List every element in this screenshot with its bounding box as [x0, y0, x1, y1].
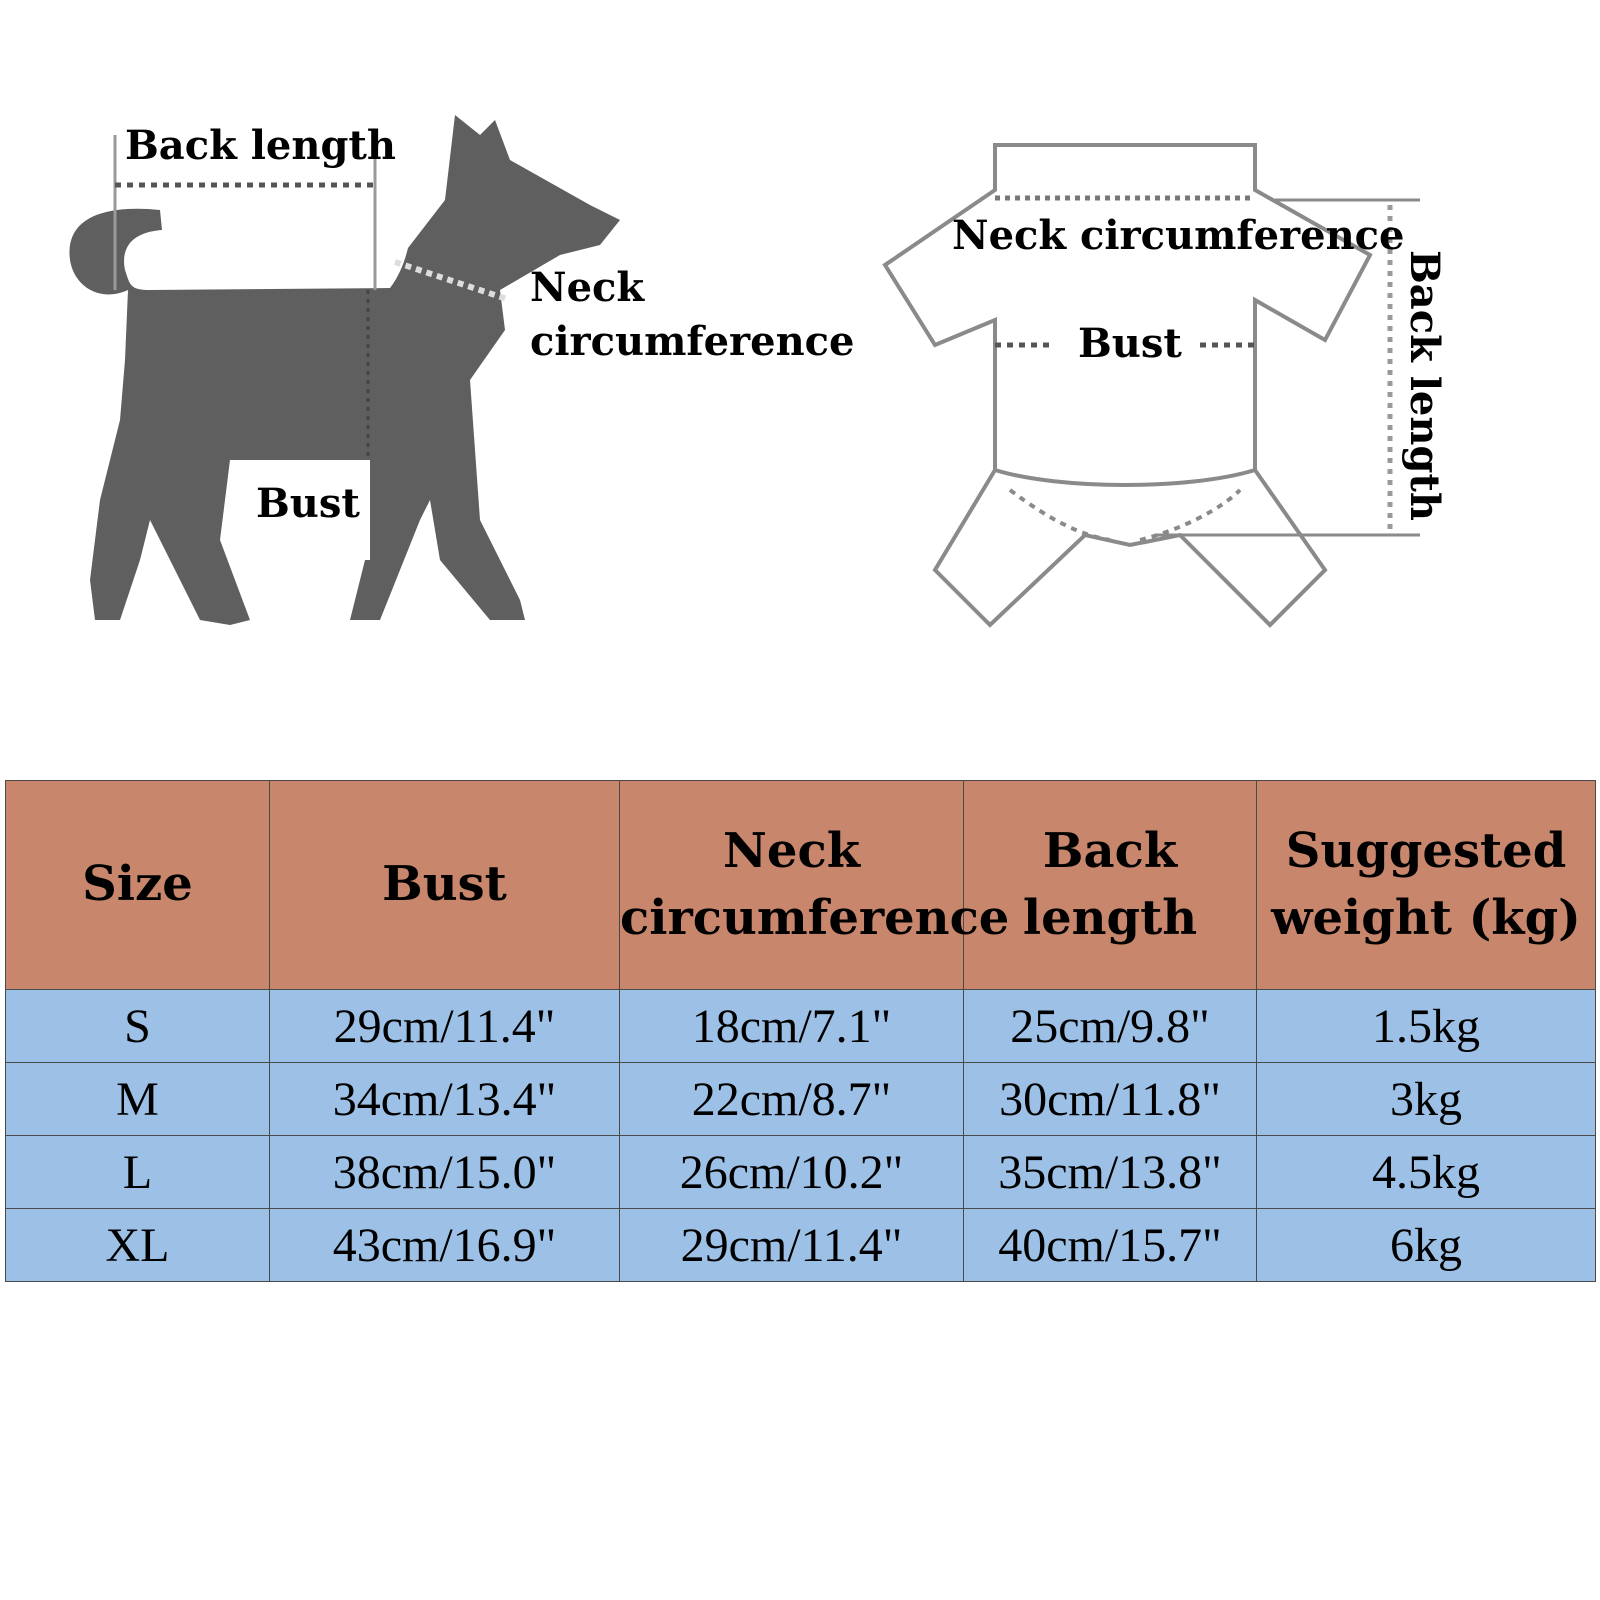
dog-bust-label: Bust	[256, 480, 360, 527]
cell-neck: 22cm/8.7"	[619, 1062, 964, 1136]
cell-weight: 6kg	[1256, 1208, 1596, 1282]
size-chart-table: Size Bust Neck circumference Back length…	[5, 780, 1596, 1282]
garment-neck-label: Neck circumference	[952, 212, 1405, 259]
cell-back-length: 35cm/13.8"	[963, 1135, 1257, 1209]
header-size: Size	[5, 780, 270, 990]
header-suggested-weight: Suggested weight (kg)	[1256, 780, 1596, 990]
dog-silhouette	[69, 115, 620, 625]
garment-outline	[882, 143, 1420, 628]
garment-bust-label: Bust	[1078, 320, 1182, 367]
cell-size: M	[5, 1062, 270, 1136]
cell-neck: 18cm/7.1"	[619, 989, 964, 1063]
cell-bust: 29cm/11.4"	[269, 989, 620, 1063]
garment-back-length-label: Back length	[1401, 250, 1448, 521]
measurement-diagram: Back length Neck circumference Bust Neck…	[0, 0, 1600, 700]
cell-size: L	[5, 1135, 270, 1209]
cell-back-length: 40cm/15.7"	[963, 1208, 1257, 1282]
cell-size: S	[5, 989, 270, 1063]
cell-bust: 34cm/13.4"	[269, 1062, 620, 1136]
table-row: S 29cm/11.4" 18cm/7.1" 25cm/9.8" 1.5kg	[5, 989, 1596, 1063]
dog-neck-label-line2: circumference	[530, 318, 855, 365]
cell-back-length: 25cm/9.8"	[963, 989, 1257, 1063]
table-row: L 38cm/15.0" 26cm/10.2" 35cm/13.8" 4.5kg	[5, 1135, 1596, 1209]
header-bust: Bust	[269, 780, 620, 990]
cell-neck: 29cm/11.4"	[619, 1208, 964, 1282]
table-row: XL 43cm/16.9" 29cm/11.4" 40cm/15.7" 6kg	[5, 1208, 1596, 1282]
cell-weight: 1.5kg	[1256, 989, 1596, 1063]
dog-back-length-label: Back length	[125, 122, 396, 169]
cell-size: XL	[5, 1208, 270, 1282]
header-back-length: Back length	[963, 780, 1257, 990]
cell-bust: 43cm/16.9"	[269, 1208, 620, 1282]
cell-bust: 38cm/15.0"	[269, 1135, 620, 1209]
cell-weight: 4.5kg	[1256, 1135, 1596, 1209]
diagram-graphics	[69, 115, 1420, 628]
cell-weight: 3kg	[1256, 1062, 1596, 1136]
header-neck-circumference: Neck circumference	[619, 780, 1009, 990]
cell-back-length: 30cm/11.8"	[963, 1062, 1257, 1136]
table-row: M 34cm/13.4" 22cm/8.7" 30cm/11.8" 3kg	[5, 1062, 1596, 1136]
dog-measure-lines	[113, 135, 511, 460]
table-header-row: Size Bust Neck circumference Back length…	[5, 780, 1596, 990]
dog-neck-label-line1: Neck	[530, 264, 645, 311]
cell-neck: 26cm/10.2"	[619, 1135, 964, 1209]
